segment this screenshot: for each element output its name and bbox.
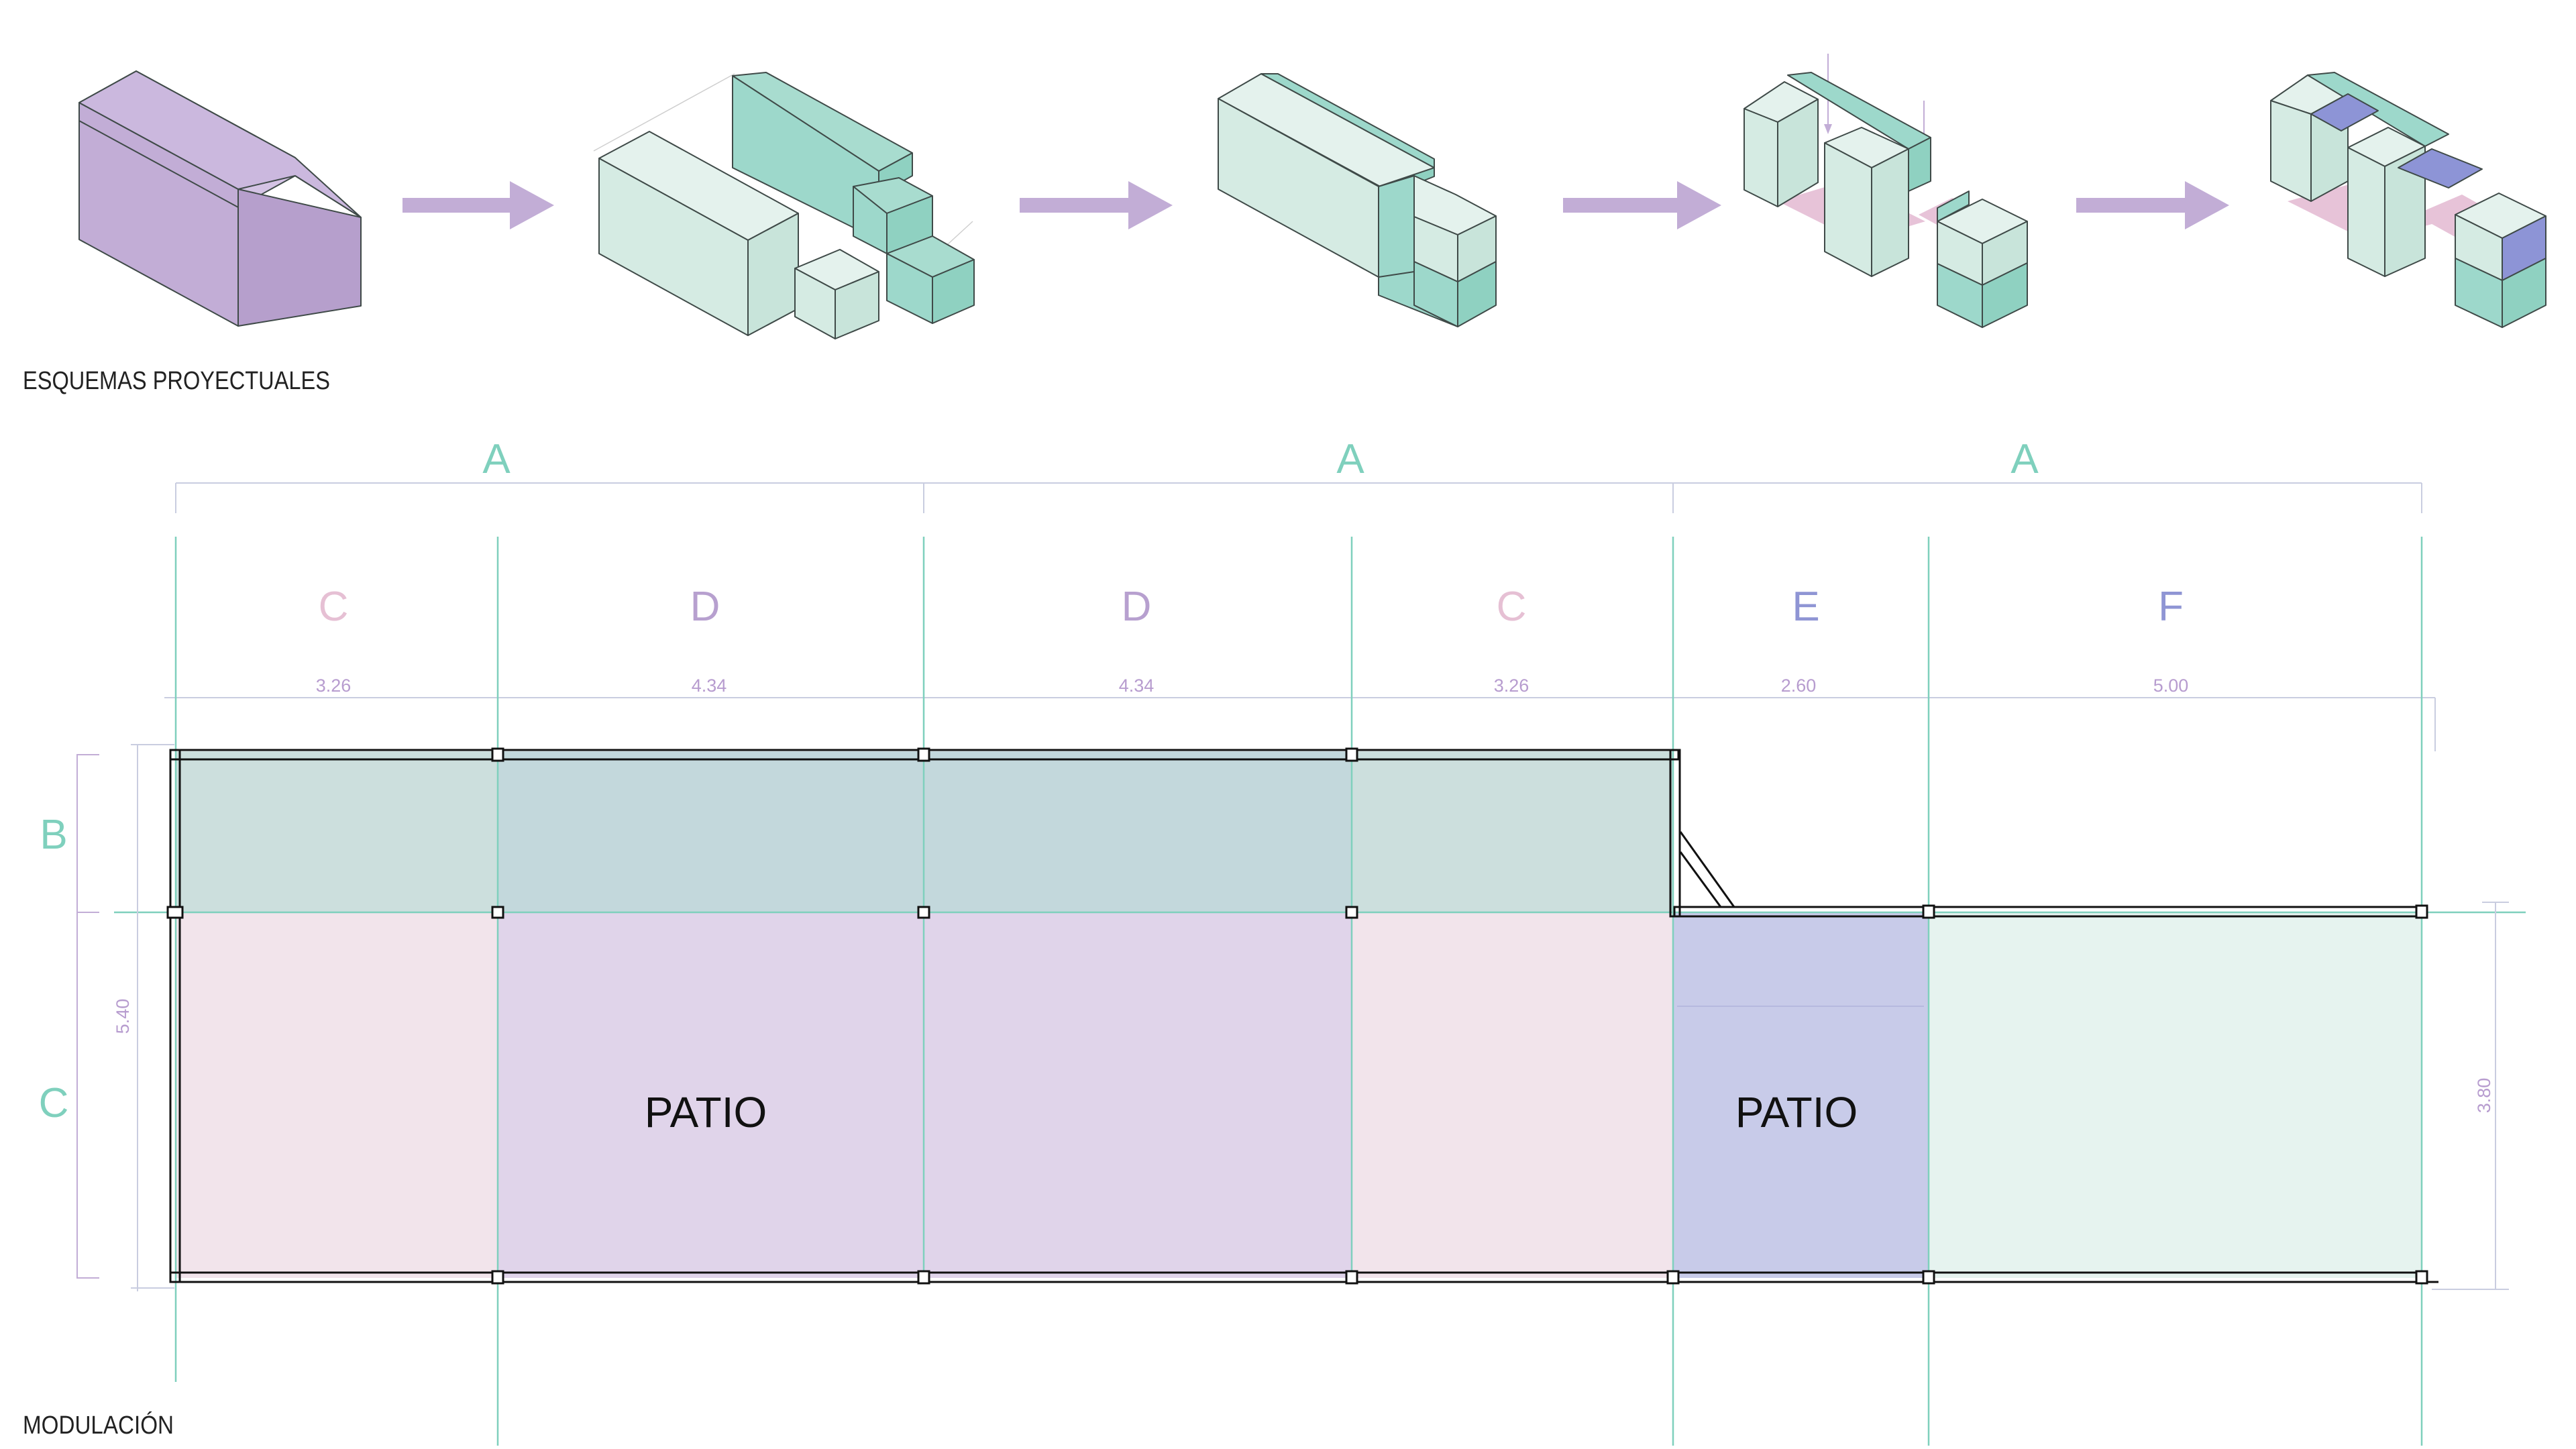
zone-e [1673,912,1929,1278]
esquemas-label: ESQUEMAS PROYECTUALES [23,367,330,395]
module-label-1: A [482,436,511,482]
bay-letter-2: D [690,584,720,630]
bay-dim-3: 4.34 [1119,676,1155,696]
modulacion-label: MODULACIÓN [23,1411,174,1440]
bay-dim-5: 2.60 [1781,676,1817,696]
bay-dim-2: 4.34 [692,676,727,696]
patio-label-2: PATIO [1735,1088,1858,1136]
left-overall-dim [131,744,174,1291]
scheme-4-patios [1743,54,2028,328]
bay-letter-1: C [319,584,349,630]
arrow-2 [1020,181,1173,229]
patio-label-1: PATIO [645,1088,767,1136]
plan: A A A C D D C E F 3.26 4.34 4.34 3.26 2.… [39,436,2526,1446]
schemes-row [78,54,2546,339]
bay-letter-5: E [1792,584,1819,630]
row-bracket [76,754,99,1279]
module-label-3: A [2010,436,2039,482]
bay-letter-6: F [2158,584,2184,630]
arrow-3 [1563,181,1721,229]
arrow-1 [402,181,554,229]
bay-dim-4: 3.26 [1494,676,1529,696]
right-overall-dim [2432,902,2509,1290]
scheme-1-purple-mass [78,70,362,327]
grid-lines [114,537,2526,1446]
bay-letter-4: C [1497,584,1527,630]
bay-letter-3: D [1122,584,1152,630]
bay-dim-1: 3.26 [316,676,352,696]
scheme-3-compact-block [1218,73,1497,327]
zone-b-strip-c4 [1352,751,1673,912]
bay-dim-line [164,697,2436,751]
module-label-2: A [1336,436,1364,482]
zone-f [1929,912,2422,1278]
zone-b-strip-c1 [176,751,498,912]
module-dim-line [175,482,2422,513]
left-dim-label: 5.40 [113,999,133,1034]
zone-c-2 [1352,912,1673,1278]
columns [166,747,2428,1285]
right-dim-label: 3.80 [2474,1078,2494,1114]
bay-dim-6: 5.00 [2153,676,2189,696]
scheme-5-final [2270,72,2546,328]
row-label-c: C [39,1080,69,1126]
scheme-2-split-masses [593,72,975,339]
arrow-4 [2076,181,2229,229]
zone-c-1 [176,912,498,1278]
zone-d [498,912,1352,1278]
row-label-b: B [40,812,67,858]
